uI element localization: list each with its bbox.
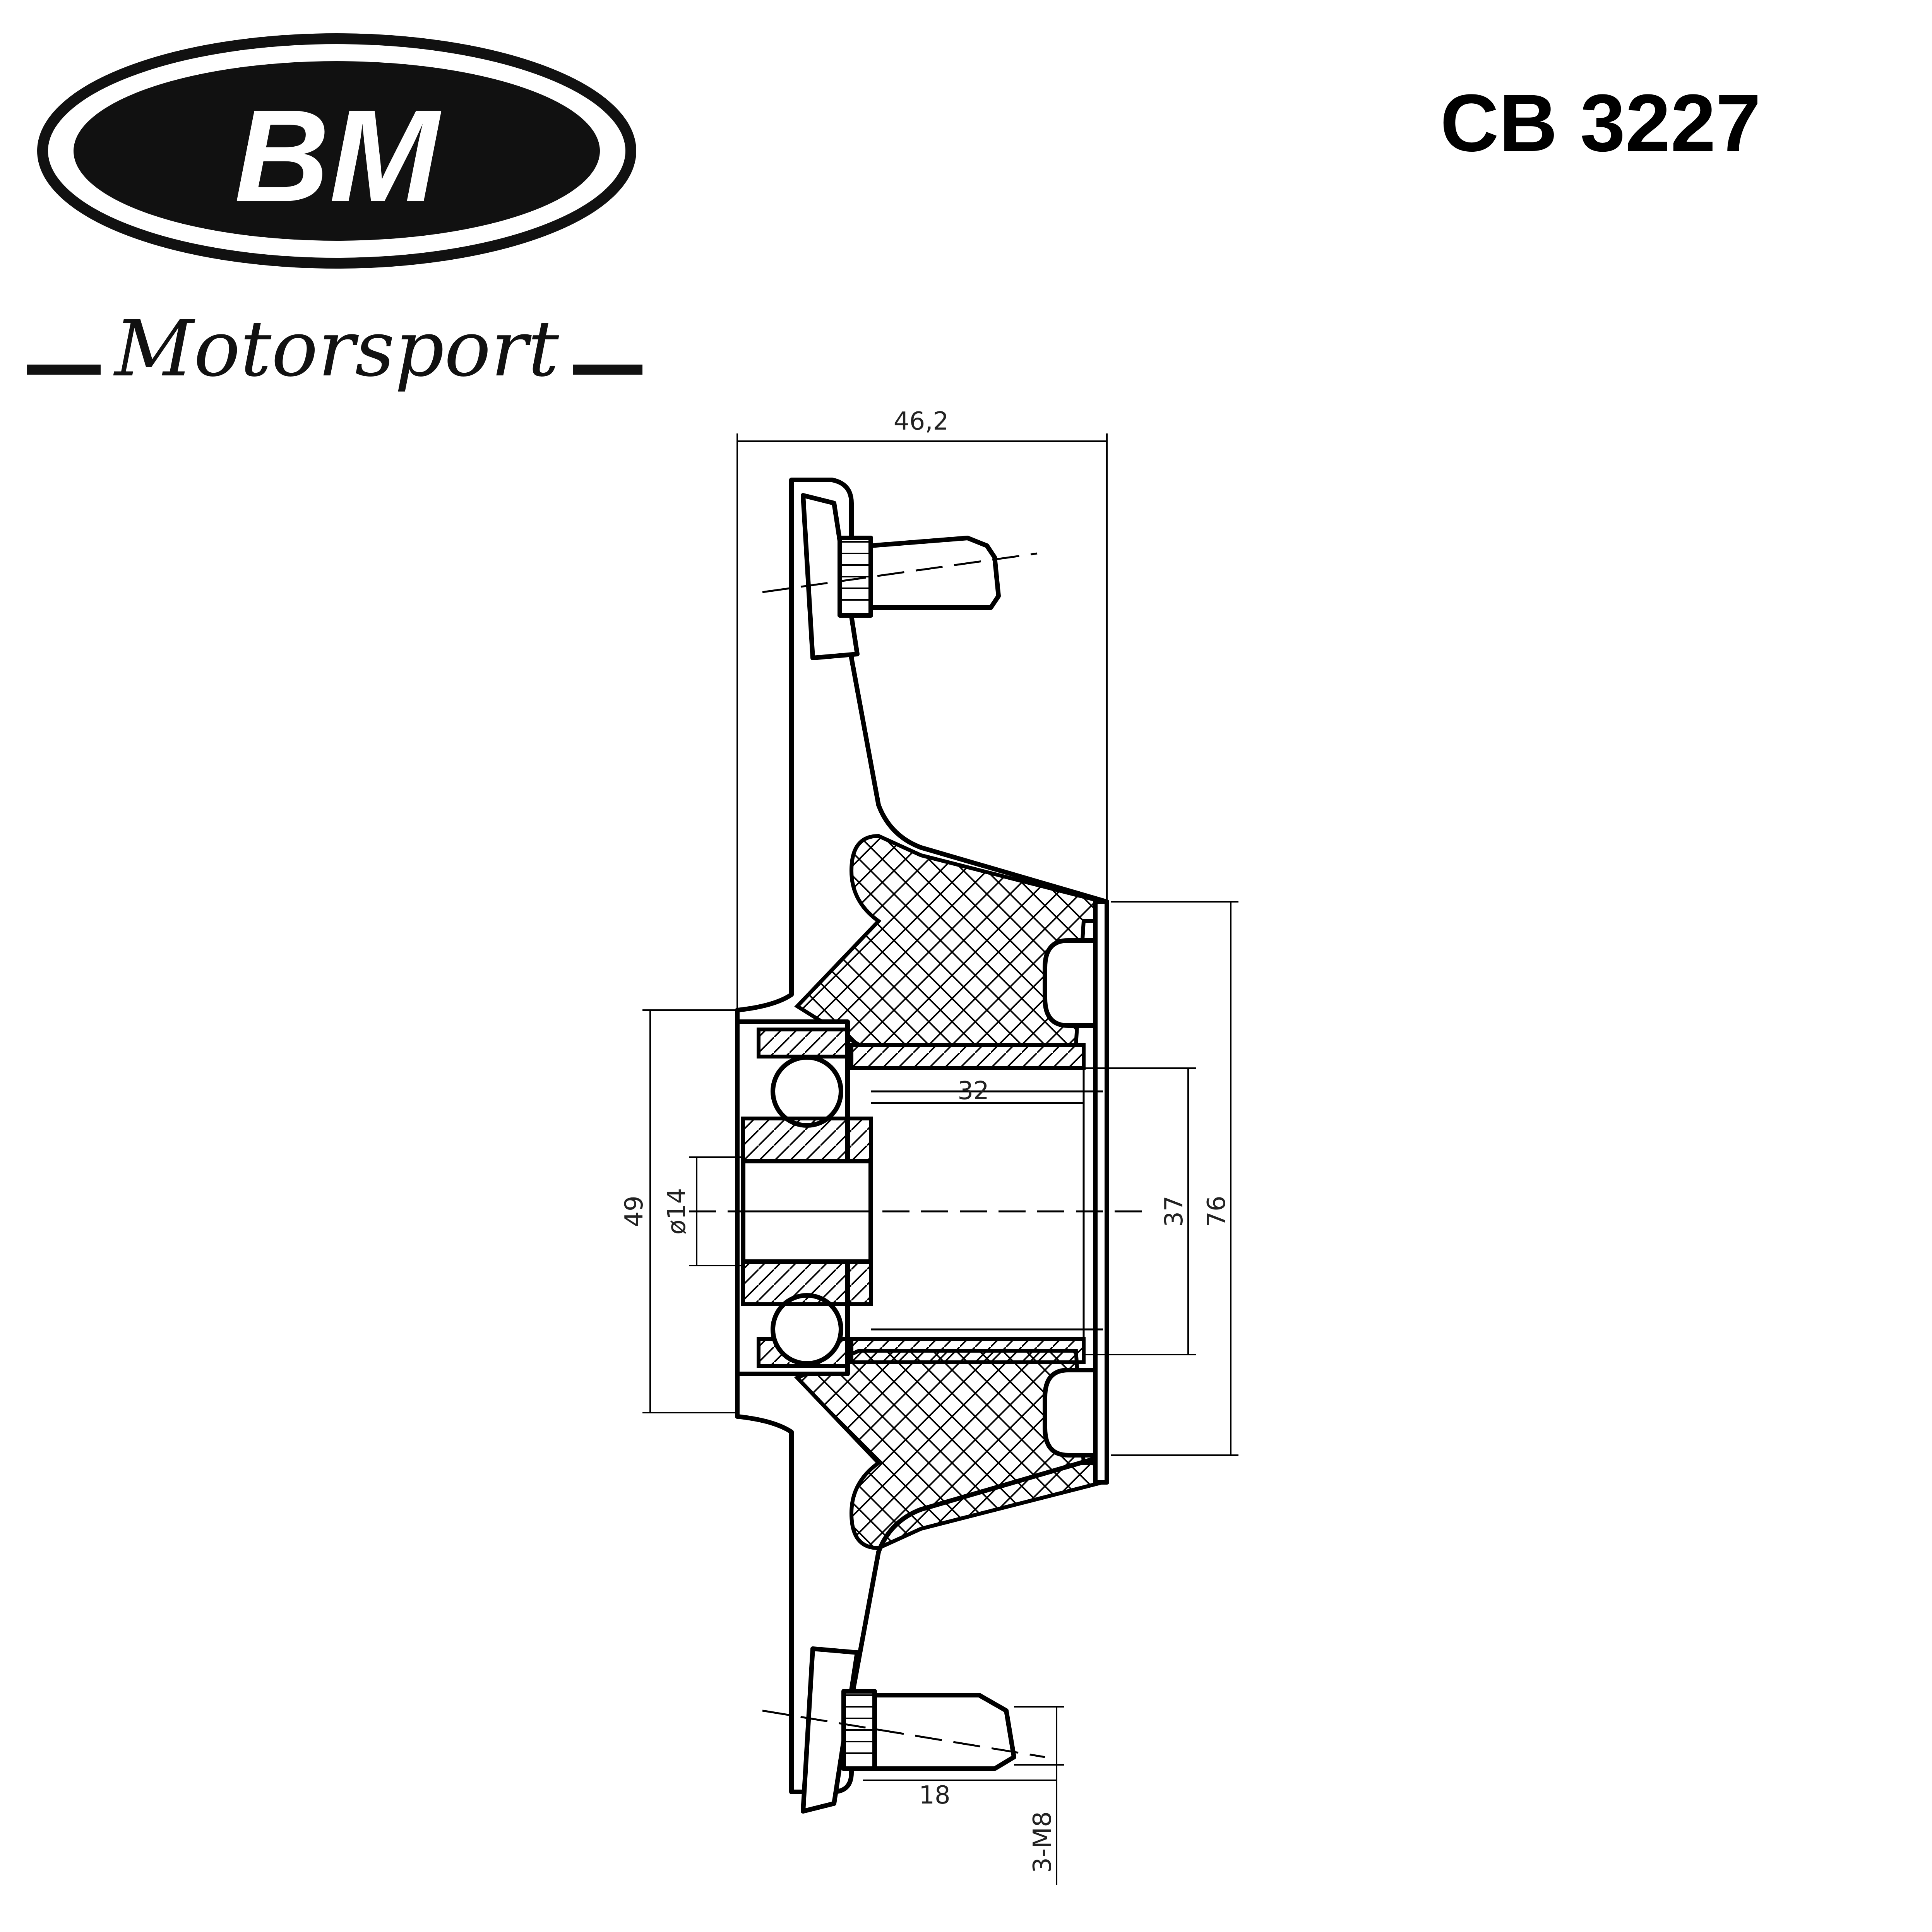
dim-bore-inner: 32: [957, 1077, 989, 1105]
dimension-lines: [642, 433, 1238, 1885]
stud-top: [762, 493, 1038, 660]
brand-logo: BM Motorsport: [27, 33, 642, 394]
dim-hub-diameter: 37: [1160, 1196, 1189, 1227]
bushing-bottom: [850, 1337, 1086, 1364]
bearing-ball-top: [771, 1055, 843, 1128]
part-code: CB 3227: [1440, 77, 1761, 168]
logo-script-text: Motorsport: [113, 304, 559, 394]
bushing-top: [850, 1043, 1086, 1070]
dim-outer-diameter: 76: [1202, 1196, 1231, 1227]
dim-bearing-outer: 49: [620, 1196, 649, 1227]
dim-overall-width: 46,2: [894, 407, 949, 436]
inner-race-bottom: [741, 1260, 873, 1306]
stud-bottom: [762, 1646, 1045, 1814]
inner-race-top: [741, 1117, 873, 1163]
pulley-assembly: [689, 478, 1142, 1814]
dim-shaft-diameter: ø14: [663, 1188, 691, 1235]
dim-stud-length: 18: [919, 1781, 950, 1810]
bearing-race-top: [757, 1028, 850, 1058]
dim-stud-thread: 3-M8: [1028, 1811, 1057, 1873]
logo-text: BM: [235, 82, 443, 230]
